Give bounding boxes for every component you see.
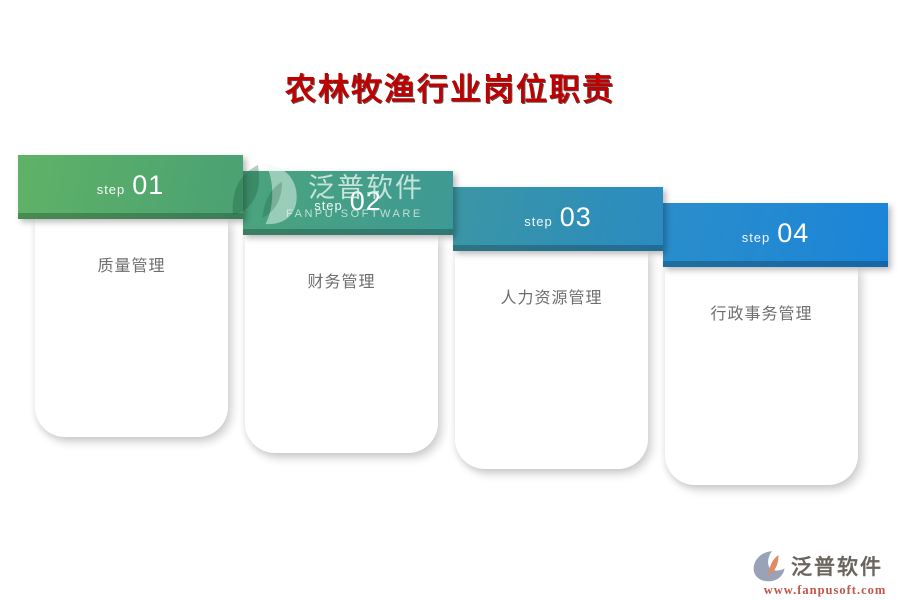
- step-3-header: step 03: [453, 187, 663, 251]
- step-1-header: step 01: [18, 155, 243, 219]
- step-1-body: 质量管理: [35, 219, 228, 437]
- step-word: step: [96, 181, 126, 197]
- step-2-role: 财务管理: [307, 274, 376, 291]
- step-number: 02: [349, 185, 382, 216]
- step-4-header: step 04: [663, 203, 888, 267]
- footer-logo: 泛普软件 www.fanpusoft.com: [752, 550, 898, 598]
- step-word: step: [314, 197, 343, 213]
- step-word: step: [741, 229, 771, 245]
- step-4-label: step 04: [742, 218, 810, 249]
- step-2-header: step 02: [243, 171, 453, 235]
- step-4-role: 行政事务管理: [710, 306, 813, 323]
- step-number: 03: [559, 201, 592, 232]
- footer-url-text: www.fanpusoft.com: [763, 583, 887, 597]
- step-number: 04: [777, 217, 810, 248]
- step-word: step: [524, 213, 553, 229]
- watermark-brand-text: 泛普软件: [308, 173, 424, 203]
- step-2-body: 财务管理: [245, 235, 438, 453]
- watermark-brand-en-text: FANPU SOFTWARE: [286, 208, 423, 220]
- step-1-label: step 01: [97, 170, 165, 201]
- brand-watermark: 泛普软件 FANPU SOFTWARE: [228, 160, 428, 230]
- step-number: 01: [132, 169, 165, 200]
- step-3-role: 人力资源管理: [500, 290, 603, 307]
- page-title: 农林牧渔行业岗位职责: [285, 72, 615, 107]
- step-1-role: 质量管理: [97, 258, 166, 275]
- fanpu-watermark-logo-icon: [232, 163, 297, 225]
- step-3-body: 人力资源管理: [455, 251, 648, 469]
- step-4-body: 行政事务管理: [665, 267, 858, 485]
- footer-brand-text: 泛普软件: [791, 556, 883, 579]
- step-2-label: step 02: [314, 186, 382, 217]
- step-3-label: step 03: [524, 202, 592, 233]
- fanpu-logo-icon: [753, 551, 785, 582]
